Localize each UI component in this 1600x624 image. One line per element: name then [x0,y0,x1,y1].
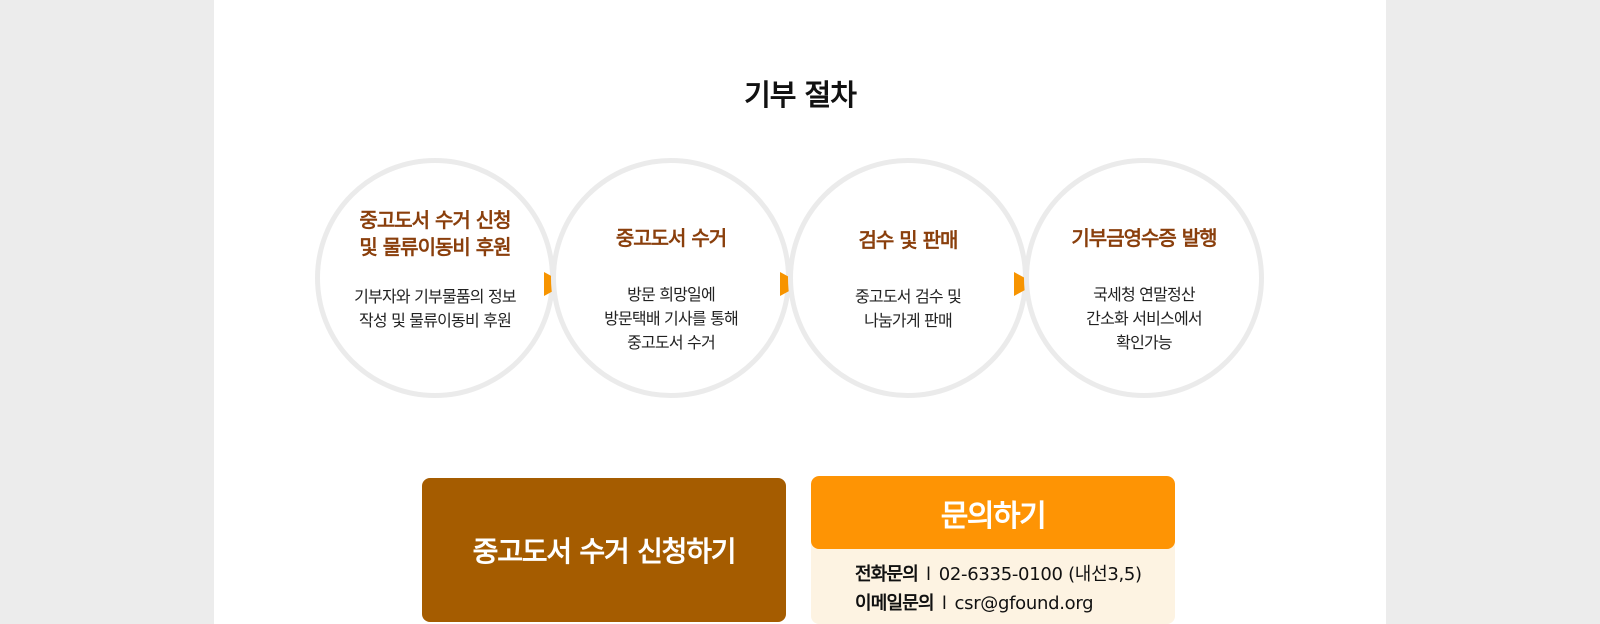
phone-contact: 전화문의 l 02-6335-0100 (내선3,5) [855,560,1142,586]
phone-separator: l [926,564,931,585]
email-contact: 이메일문의 l csr@gfound.org [855,589,1094,615]
step-4-desc: 국세청 연말정산 간소화 서비스에서 확인가능 [1086,285,1202,352]
step-2-desc: 방문 희망일에 방문택배 기사를 통해 중고도서 수거 [604,285,739,352]
step-2-pickup: 중고도서 수거 방문 희망일에 방문택배 기사를 통해 중고도서 수거 [551,158,791,398]
step-3-desc: 중고도서 검수 및 나눔가게 판매 [854,287,962,330]
step-1-title: 중고도서 수거 신청 및 물류이동비 후원 [359,208,511,259]
email-separator: l [941,593,947,614]
phone-label: 전화문의 [855,564,919,585]
phone-number: 02-6335-0100 (내선3,5) [938,564,1142,585]
step-3-inspect: 검수 및 판매 중고도서 검수 및 나눔가게 판매 [788,158,1028,398]
step-1-desc: 기부자와 기부물품의 정보 작성 및 물류이동비 후원 [354,287,517,330]
step-4-title: 기부금영수증 발행 [1071,226,1217,250]
apply-pickup-button[interactable]: 중고도서 수거 신청하기 [422,478,786,622]
step-2-title: 중고도서 수거 [615,226,727,250]
step-3-title: 검수 및 판매 [858,228,959,252]
contact-button[interactable]: 문의하기 [811,476,1175,549]
email-address[interactable]: csr@gfound.org [954,593,1094,614]
email-label: 이메일문의 [855,593,935,614]
step-1-apply: 중고도서 수거 신청 및 물류이동비 후원 기부자와 기부물품의 정보 작성 및… [315,158,555,398]
donation-process-section: 기부 절차 중고도서 수거 신청 및 물류이동비 후원 기부자와 기부물품의 정… [214,0,1386,624]
step-4-receipt: 기부금영수증 발행 국세청 연말정산 간소화 서비스에서 확인가능 [1024,158,1264,398]
section-title: 기부 절차 [744,78,857,112]
